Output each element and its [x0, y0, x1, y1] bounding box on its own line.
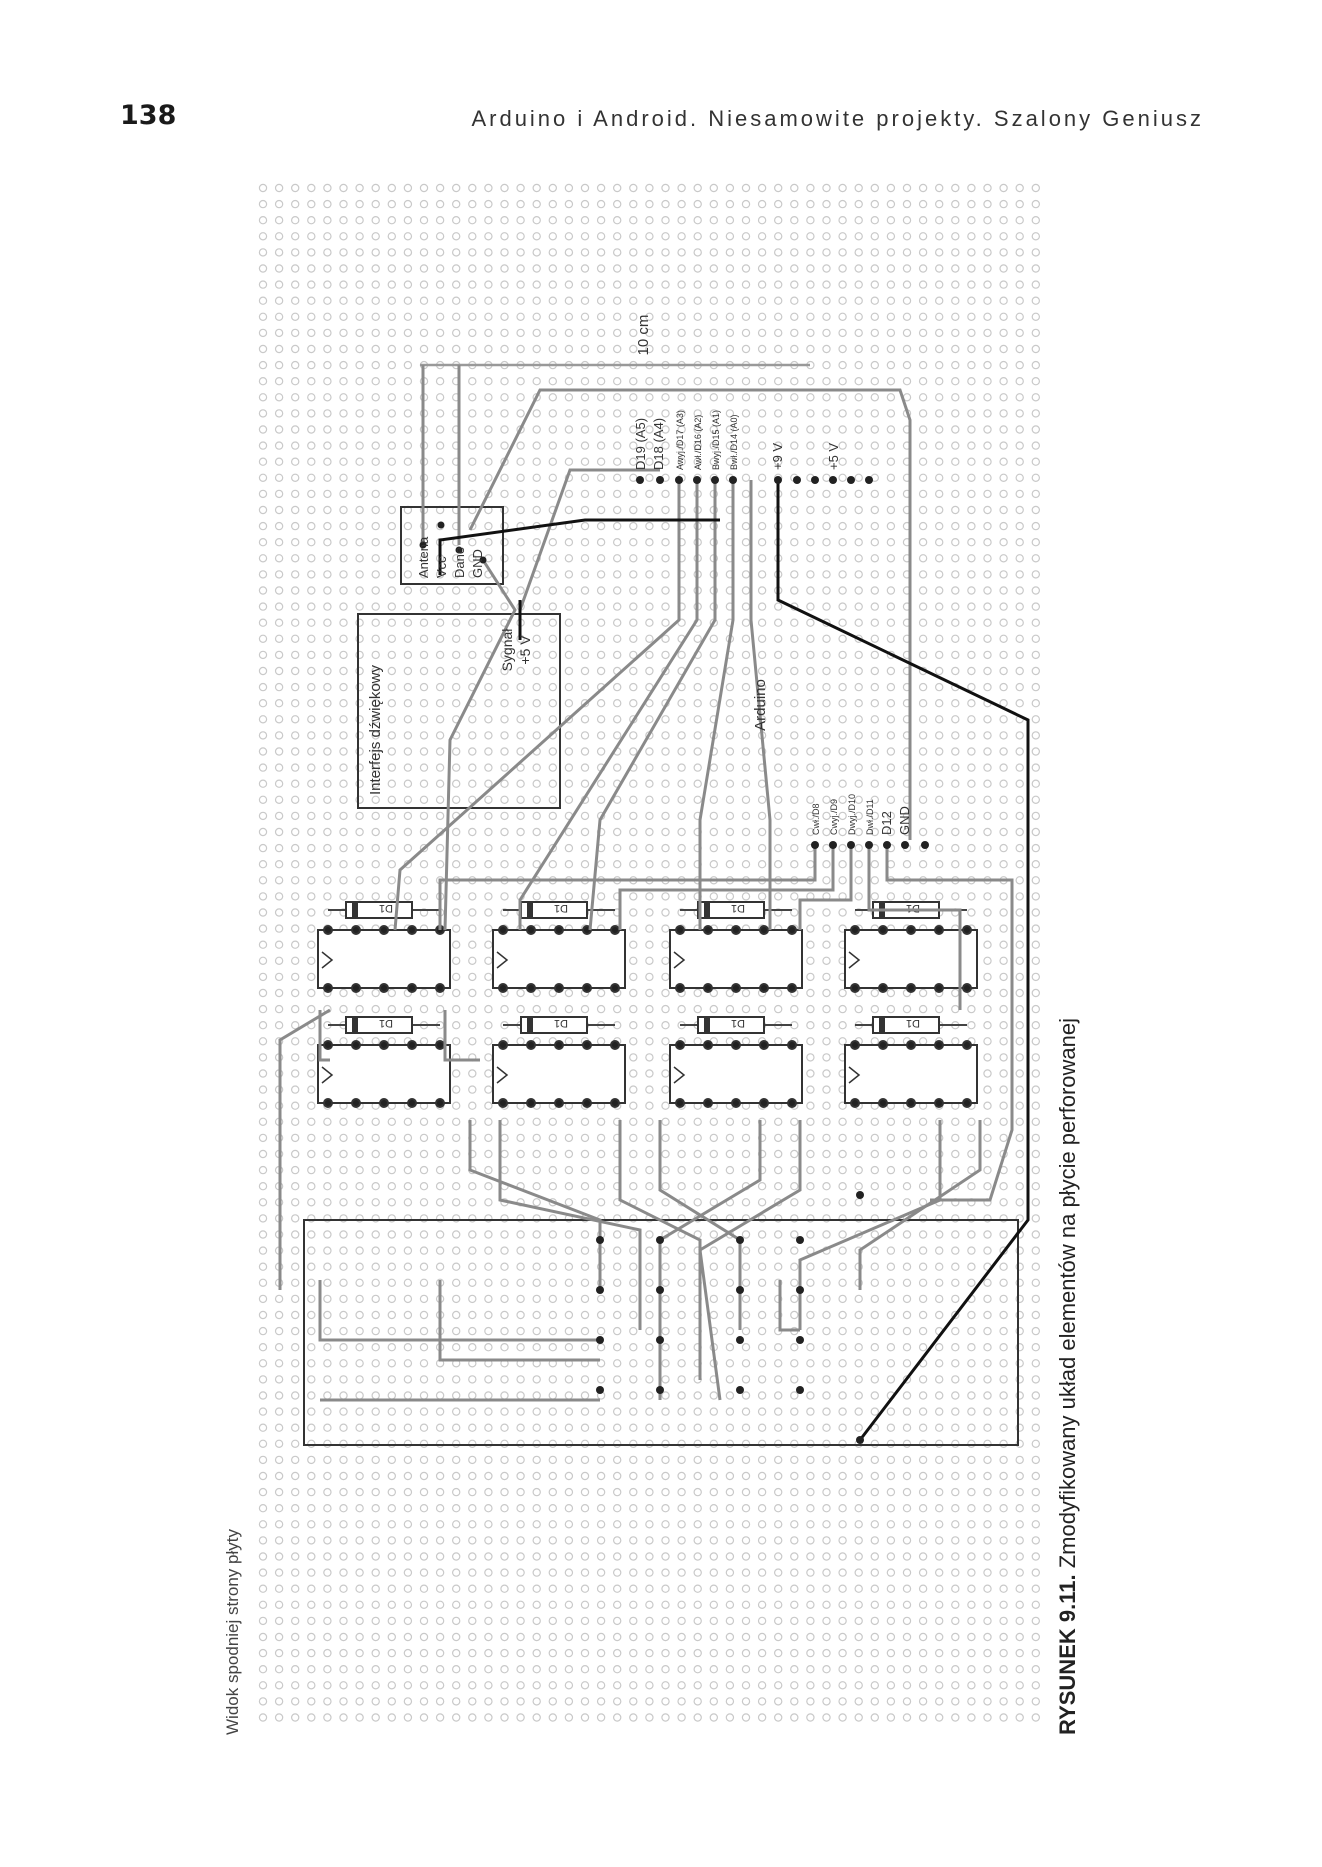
diode-label: D1 — [379, 1017, 393, 1029]
header-pin — [811, 841, 819, 849]
diode-d1: D1 — [503, 1016, 615, 1034]
diode-label: D1 — [554, 1017, 568, 1029]
header-pin — [693, 476, 701, 484]
header-pin — [829, 841, 837, 849]
header-pin — [711, 476, 719, 484]
arduino-top-pin-label: D18 (A4) — [651, 418, 666, 470]
arduino-bottom-pin-label: D12 — [879, 811, 894, 835]
audio-interface-box — [357, 613, 561, 809]
connector-pin — [656, 1286, 664, 1294]
receiver-pin — [437, 521, 445, 529]
ic-package — [492, 1040, 626, 1108]
connector-pin — [736, 1286, 744, 1294]
connector-pin — [596, 1286, 604, 1294]
figure-caption: RYSUNEK 9.11. Zmodyfikowany układ elemen… — [1055, 1018, 1081, 1735]
arduino-label: Arduino — [752, 679, 769, 731]
ic-package — [669, 925, 803, 993]
header-pin — [811, 476, 819, 484]
arduino-bottom-pin-label: Cwł./D8 — [811, 803, 821, 835]
receiver-pin — [419, 541, 427, 549]
header-pin — [847, 841, 855, 849]
running-header: Arduino i Android. Niesamowite projekty.… — [471, 106, 1204, 131]
ic-package — [317, 925, 451, 993]
diode-label: D1 — [379, 902, 393, 914]
ic-package — [669, 1040, 803, 1108]
receiver-pin-label: Antena — [416, 536, 431, 578]
audio-interface-label: Interfejs dźwiękowy — [367, 664, 384, 795]
diode-d1: D1 — [503, 901, 615, 919]
ic-package — [844, 1040, 978, 1108]
ic-package — [317, 1040, 451, 1108]
receiver-pin — [479, 556, 487, 564]
diode-d1: D1 — [680, 901, 792, 919]
arduino-top-pin-label: Bwyj./D15 (A1) — [711, 410, 721, 470]
receiver-pin-label: Dane — [452, 547, 467, 578]
header-pin — [865, 476, 873, 484]
header-pin — [883, 841, 891, 849]
ic-package — [844, 925, 978, 993]
diode-label: D1 — [554, 902, 568, 914]
header-pin — [774, 476, 782, 484]
arduino-top-pin-label: +5 V — [826, 443, 841, 470]
header-pin — [921, 841, 929, 849]
diode-label: D1 — [906, 902, 920, 914]
connector-pin — [796, 1336, 804, 1344]
page-number: 138 — [120, 100, 177, 131]
connector-pin — [596, 1336, 604, 1344]
connector-pin — [596, 1236, 604, 1244]
header-pin — [865, 841, 873, 849]
header-pin — [847, 476, 855, 484]
arduino-bottom-pin-label: Dwyj./D10 — [847, 794, 857, 835]
header-pin — [656, 476, 664, 484]
diode-label: D1 — [731, 1017, 745, 1029]
receiver-module-box — [400, 506, 504, 585]
arduino-top-pin-label: Awł./D16 (A2) — [693, 415, 703, 470]
connector-pin — [856, 1191, 864, 1199]
arduino-top-pin-label: Bwł./D14 (A0) — [729, 414, 739, 470]
connector-pin — [796, 1236, 804, 1244]
header-pin — [793, 476, 801, 484]
connector-pin — [796, 1386, 804, 1394]
arduino-bottom-pin-label: Dwł./D11 — [865, 799, 875, 835]
arduino-top-pin-label: D19 (A5) — [633, 418, 648, 470]
view-label: Widok spodniej strony płyty — [223, 1529, 242, 1735]
receiver-pin — [455, 546, 463, 554]
diode-label: D1 — [731, 902, 745, 914]
connector-pin — [736, 1236, 744, 1244]
arduino-bottom-pin-label: GND — [897, 806, 912, 835]
figure-caption-text: Zmodyfikowany układ elementów na płycie … — [1055, 1018, 1080, 1569]
grey-traces — [278, 365, 1014, 1402]
connector-pin — [656, 1236, 664, 1244]
diode-d1: D1 — [680, 1016, 792, 1034]
header-pin — [829, 476, 837, 484]
receiver-pin-label: Vcc — [434, 556, 449, 578]
arduino-top-pin-label: Awyj./D17 (A3) — [675, 410, 685, 470]
connector-pin — [596, 1386, 604, 1394]
connector-pin — [736, 1336, 744, 1344]
connector-pin — [856, 1436, 864, 1444]
scale-label: 10 cm — [635, 315, 652, 356]
connector-pin — [796, 1286, 804, 1294]
figure-caption-label: RYSUNEK 9.11. — [1055, 1574, 1080, 1735]
receiver-pin-label: GND — [470, 549, 485, 578]
header-pin — [675, 476, 683, 484]
connector-pin — [656, 1386, 664, 1394]
connector-pin — [736, 1386, 744, 1394]
header-pin — [729, 476, 737, 484]
diode-d1: D1 — [855, 1016, 967, 1034]
audio-signal-label: Sygnał — [499, 628, 515, 672]
diode-d1: D1 — [328, 1016, 440, 1034]
arduino-top-pin-label: +9 V — [770, 443, 785, 470]
header-pin — [901, 841, 909, 849]
power-traces — [438, 480, 1030, 1441]
header-pin — [636, 476, 644, 484]
arduino-bottom-pin-label: Cwyj./D9 — [829, 799, 839, 835]
audio-5v-label: +5 V — [517, 635, 533, 665]
ic-package — [492, 925, 626, 993]
connector-pin — [656, 1336, 664, 1344]
diode-label: D1 — [906, 1017, 920, 1029]
